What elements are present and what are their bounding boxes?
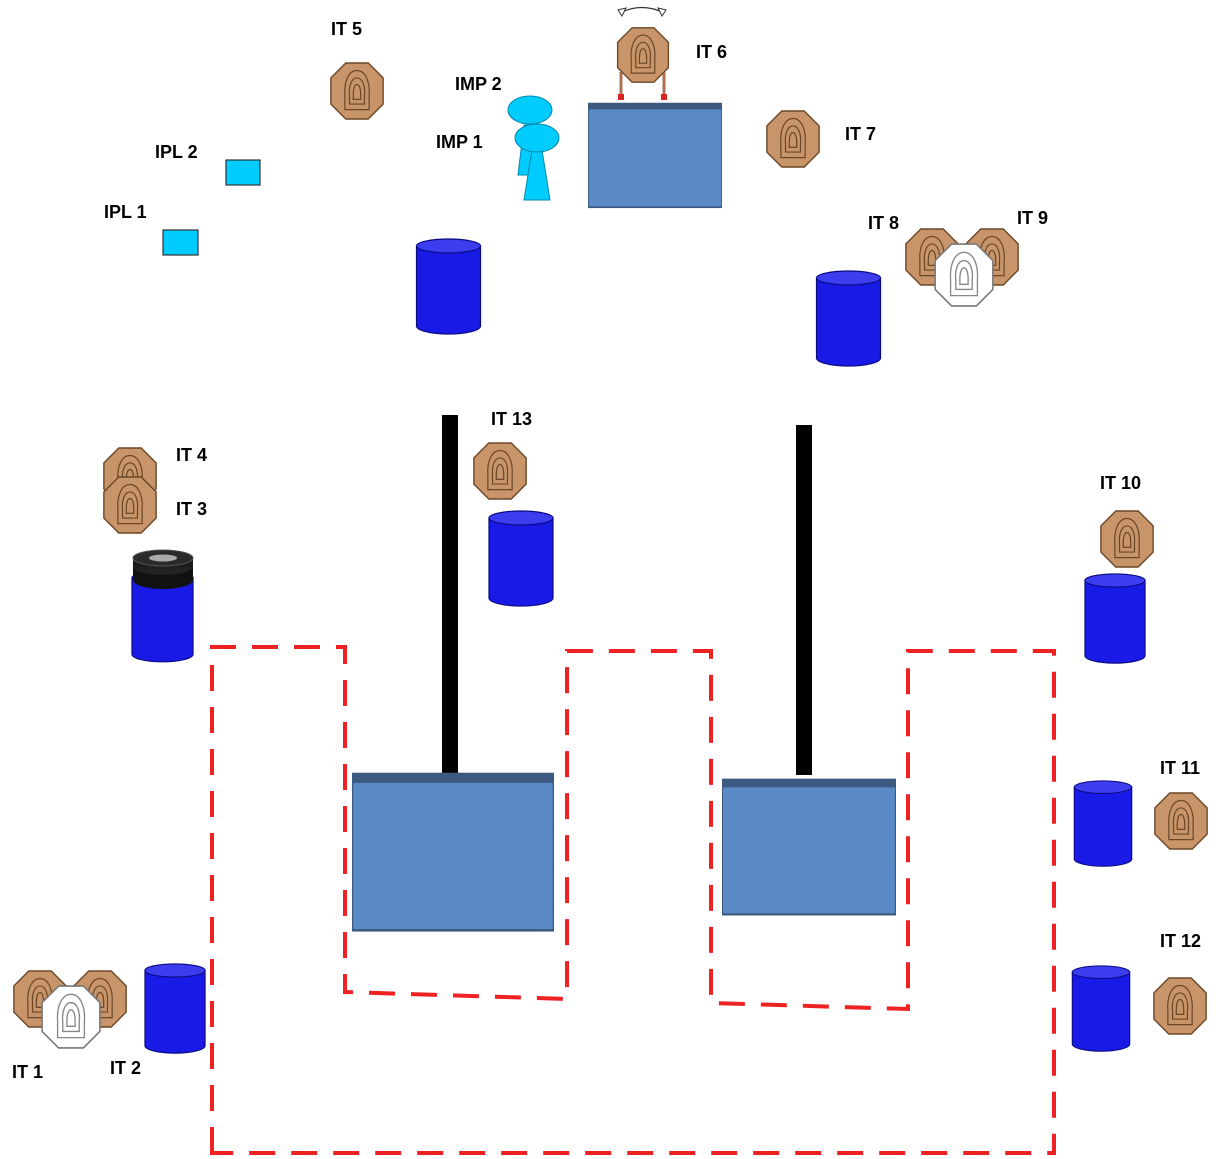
label-imp-1: IMP 1 xyxy=(436,132,483,152)
it-3-target xyxy=(103,476,157,534)
barrel-right-lower xyxy=(1071,965,1131,1052)
label-it-13: IT 13 xyxy=(491,409,532,429)
ipl-2-plate xyxy=(225,159,261,186)
barrel-center xyxy=(488,510,554,607)
label-it-6: IT 6 xyxy=(696,42,727,62)
wall-top xyxy=(588,101,722,209)
wall-right xyxy=(722,777,896,916)
label-it-7: IT 7 xyxy=(845,124,876,144)
swing-arrow-icon xyxy=(619,6,665,14)
it-13-target xyxy=(473,442,527,500)
label-it-12: IT 12 xyxy=(1160,931,1201,951)
label-ipl-1: IPL 1 xyxy=(104,202,147,222)
label-ipl-2: IPL 2 xyxy=(155,142,198,162)
label-it-9: IT 9 xyxy=(1017,208,1048,228)
it-12-target xyxy=(1153,977,1207,1035)
tire-stack-icon xyxy=(132,549,194,589)
barrel-bottom-left xyxy=(144,963,206,1054)
label-it-2: IT 2 xyxy=(110,1058,141,1078)
barrel-right-upper xyxy=(1084,573,1146,664)
label-it-5: IT 5 xyxy=(331,19,362,39)
barrel-top-left xyxy=(415,238,482,335)
it-5-target xyxy=(330,62,384,120)
post-right xyxy=(796,425,812,775)
wall-left xyxy=(352,771,554,932)
label-it-8: IT 8 xyxy=(868,213,899,233)
it-6-swinging-target xyxy=(616,6,670,100)
post-left xyxy=(442,415,458,777)
ipl-1-plate xyxy=(162,229,199,256)
label-it-1: IT 1 xyxy=(12,1062,43,1082)
label-imp-2: IMP 2 xyxy=(455,74,502,94)
barrel-right-middle xyxy=(1073,780,1133,867)
label-it-10: IT 10 xyxy=(1100,473,1141,493)
no-shoot-target-bottom xyxy=(41,985,101,1049)
it-11-target xyxy=(1154,792,1208,850)
shooting-area-boundary xyxy=(210,645,1056,1155)
it-10-target xyxy=(1100,510,1154,568)
imp-1-popper xyxy=(514,123,560,201)
label-it-4: IT 4 xyxy=(176,445,207,465)
label-it-11: IT 11 xyxy=(1160,758,1200,778)
barrel-top-right xyxy=(815,270,882,367)
no-shoot-target-top xyxy=(934,243,994,307)
it-7-target xyxy=(766,110,820,168)
label-it-3: IT 3 xyxy=(176,499,207,519)
